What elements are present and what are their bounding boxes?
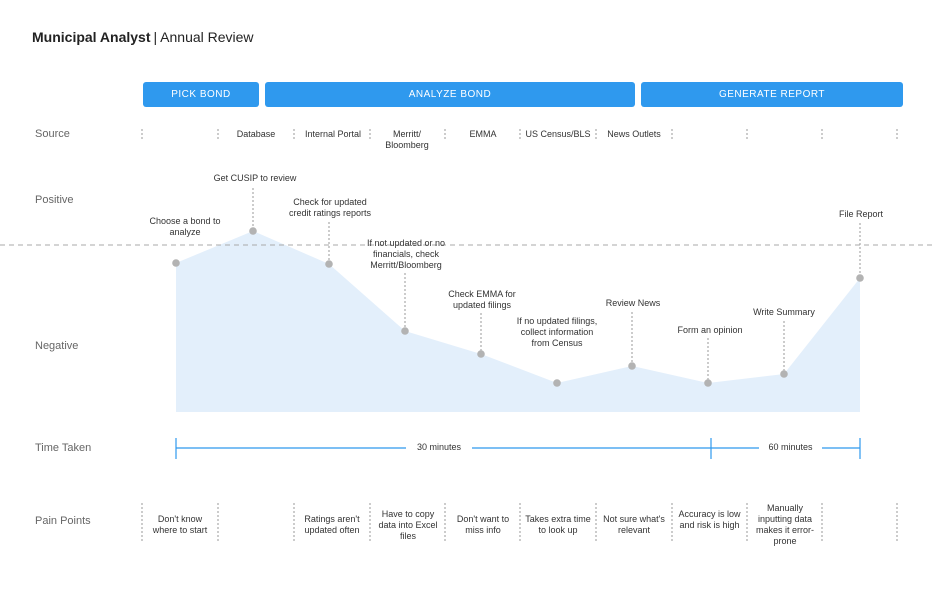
pain-point: Ratings aren't updated often: [304, 514, 360, 535]
page-title: Municipal Analyst|Annual Review: [32, 29, 254, 45]
step-label: Check for updated credit ratings reports: [288, 197, 372, 218]
step-point: [704, 379, 712, 387]
phase-generate-report: GENERATE REPORT: [641, 82, 903, 107]
step-point: [249, 227, 257, 235]
pain-point: Takes extra time to look up: [525, 514, 591, 535]
pain-point: Accuracy is low and risk is high: [678, 509, 741, 530]
title-rest: Annual Review: [160, 29, 254, 45]
step-label: If no updated filings, collect informati…: [516, 316, 598, 348]
source-label: US Census/BLS: [525, 129, 591, 139]
time-label: 30 minutes: [416, 442, 462, 452]
source-label: Internal Portal: [304, 129, 362, 139]
row-label-source: Source: [35, 128, 70, 140]
step-label: If not updated or no financials, check M…: [366, 238, 446, 270]
time-bars: [175, 438, 861, 459]
pain-point: Don't want to miss info: [456, 514, 510, 535]
time-label: 60 minutes: [768, 442, 813, 452]
row-label-negative: Negative: [35, 340, 79, 352]
step-point: [401, 327, 409, 335]
step-point: [477, 350, 485, 358]
step-label: Get CUSIP to review: [213, 173, 297, 183]
step-point: [780, 370, 788, 378]
row-label-positive: Positive: [35, 194, 74, 206]
step-label: Form an opinion: [677, 325, 743, 335]
step-connectors: [252, 188, 861, 383]
source-ticks: [141, 129, 898, 140]
step-point: [172, 259, 180, 267]
source-label: News Outlets: [607, 129, 661, 139]
phase-label: GENERATE REPORT: [718, 89, 826, 100]
phase-label: PICK BOND: [171, 89, 231, 100]
step-point: [856, 274, 864, 282]
step-point: [325, 260, 333, 268]
step-label: File Report: [838, 209, 883, 219]
row-label-pain-points: Pain Points: [35, 515, 91, 527]
phase-pick-bond: PICK BOND: [143, 82, 259, 107]
emotion-area: [176, 231, 860, 412]
step-point: [553, 379, 561, 387]
phase-analyze-bond: ANALYZE BOND: [265, 82, 635, 107]
row-label-time-taken: Time Taken: [35, 442, 92, 454]
step-point: [628, 362, 636, 370]
phase-label: ANALYZE BOND: [408, 89, 492, 100]
pain-point: Have to copy data into Excel files: [378, 509, 438, 541]
step-label: Choose a bond to analyze: [149, 216, 221, 237]
pain-point: Manually inputting data makes it error-p…: [755, 503, 814, 546]
step-label: Write Summary: [753, 307, 815, 317]
title-bold: Municipal Analyst: [32, 29, 151, 45]
pain-point: Don't know where to start: [152, 514, 208, 535]
title-separator: |: [153, 29, 158, 45]
step-label: Review News: [605, 298, 661, 308]
source-label: EMMA: [469, 129, 497, 139]
source-label: Database: [236, 129, 276, 139]
step-label: Check EMMA for updated filings: [448, 289, 516, 310]
step-points: [172, 227, 864, 387]
pain-point: Not sure what's relevant: [603, 514, 665, 535]
source-label: Merritt/ Bloomberg: [385, 129, 429, 150]
